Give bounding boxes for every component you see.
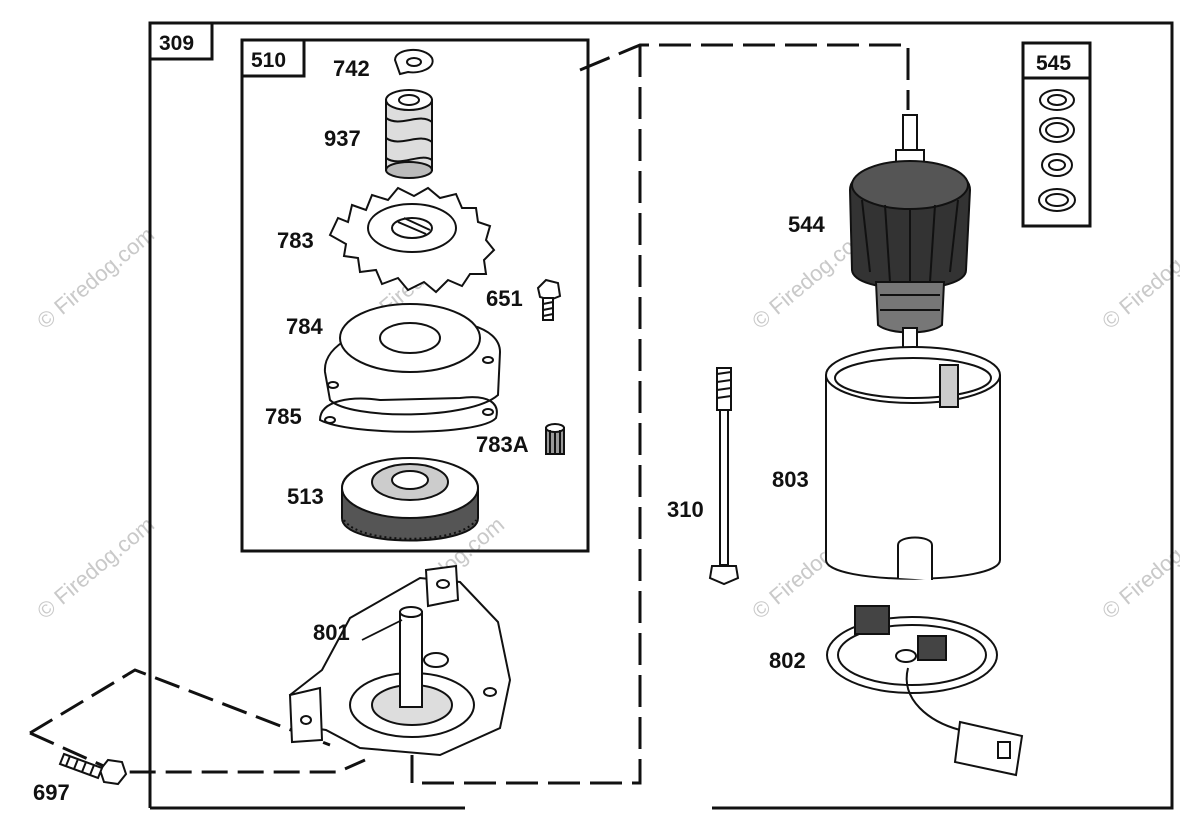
part-label-783a: 783A <box>476 432 529 457</box>
part-label-801: 801 <box>313 620 350 645</box>
part-label-513: 513 <box>287 484 324 509</box>
dashed-connectors <box>29 43 910 785</box>
part-label-802: 802 <box>769 648 806 673</box>
watermark: © Firedog.com <box>1097 222 1180 334</box>
watermarks: © Firedog.com © Firedog.com © Firedog.co… <box>32 222 1180 624</box>
leader-lines <box>361 619 403 641</box>
part-label-784: 784 <box>286 314 323 339</box>
part-803-housing <box>825 346 1001 580</box>
part-937-spring <box>385 89 433 179</box>
part-label-651: 651 <box>486 286 523 311</box>
washer-kit-box-545: 545 <box>1021 41 1092 228</box>
drive-kit-box-510: 510 <box>240 38 590 553</box>
assembly-label-309: 309 <box>159 32 194 55</box>
part-544-armature <box>848 114 972 351</box>
part-label-785: 785 <box>265 404 302 429</box>
watermark: © Firedog.com <box>32 512 159 624</box>
part-513-clutch <box>341 457 479 542</box>
part-labels: 742 937 783 651 784 785 783A 513 801 697… <box>33 56 825 805</box>
part-label-783: 783 <box>277 228 314 253</box>
part-801-bracket <box>288 564 512 757</box>
assembly-label-510: 510 <box>251 49 286 72</box>
assembly-frame-309: 309 <box>148 21 1174 810</box>
part-label-697: 697 <box>33 780 70 805</box>
part-697-bolt <box>58 752 128 786</box>
watermark: © Firedog.com <box>32 222 159 334</box>
watermark: © Firedog.com <box>1097 512 1180 624</box>
part-label-937: 937 <box>324 126 361 151</box>
part-label-803: 803 <box>772 467 809 492</box>
assembly-label-545: 545 <box>1036 52 1071 75</box>
part-784-cover <box>323 303 502 416</box>
part-802-brush-plate <box>826 605 1024 777</box>
part-label-742: 742 <box>333 56 370 81</box>
part-783-gear <box>328 186 496 294</box>
part-742-clip <box>393 49 434 76</box>
part-785-gasket <box>318 396 498 433</box>
part-label-310: 310 <box>667 497 704 522</box>
part-label-544: 544 <box>788 212 825 237</box>
part-783a-pinion <box>545 423 565 455</box>
washer-set <box>1038 89 1076 212</box>
part-310-bolt <box>708 367 740 586</box>
part-651-screw <box>536 278 562 321</box>
